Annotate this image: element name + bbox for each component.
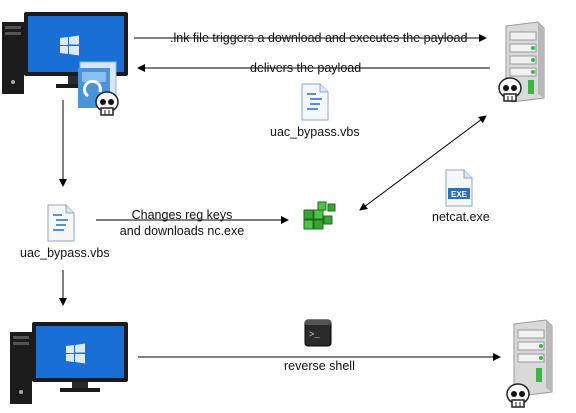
skull-icon bbox=[95, 91, 119, 116]
desktop-computer-icon bbox=[2, 12, 128, 94]
desktop-computer-icon bbox=[10, 322, 128, 404]
edge-label-delivers: delivers the payload bbox=[250, 61, 362, 75]
vbs-file-icon bbox=[301, 83, 329, 121]
skull-icon bbox=[506, 383, 530, 408]
node-label-vbs-left: uac_bypass.vbs bbox=[20, 246, 110, 260]
terminal-icon: >_ bbox=[304, 319, 332, 347]
registry-icon bbox=[303, 201, 336, 230]
edge-label-lnk-trigger: .lnk file triggers a download and execut… bbox=[170, 31, 468, 45]
arrow-registry-server bbox=[359, 115, 487, 211]
edge-label-reg-keys-line2: and downloads nc.exe bbox=[119, 224, 245, 238]
skull-icon bbox=[498, 77, 522, 102]
terminal-prompt: >_ bbox=[309, 330, 320, 340]
exe-file-icon: EXE bbox=[445, 169, 473, 207]
edge-label-reverse-shell: reverse shell bbox=[284, 359, 355, 373]
exe-icon-text: EXE bbox=[451, 190, 468, 199]
node-label-vbs-top: uac_bypass.vbs bbox=[270, 125, 360, 139]
node-label-netcat: netcat.exe bbox=[432, 210, 490, 224]
edge-label-reg-keys-line1: Changes reg keys bbox=[131, 208, 233, 222]
server-icon bbox=[513, 319, 553, 397]
vbs-file-icon bbox=[47, 204, 75, 242]
